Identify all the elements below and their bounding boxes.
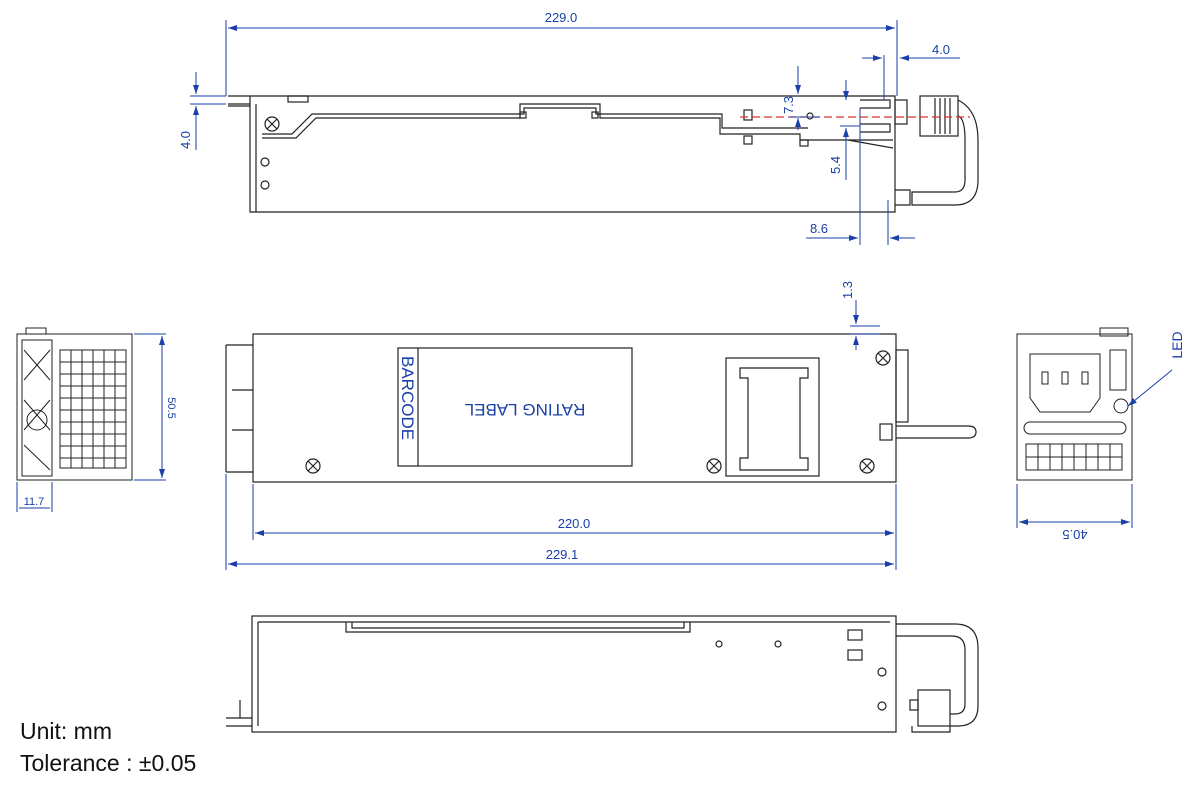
power-inlet-icon [1029, 353, 1101, 413]
front-view [225, 333, 977, 483]
dim-top-vertical-54: 5.4 [828, 156, 843, 174]
dim-top-overall-length: 229.0 [545, 10, 578, 25]
rating-label: RATING LABEL [465, 400, 586, 419]
top-view-dimensions [190, 20, 960, 245]
right-end-view [1016, 327, 1133, 481]
right-vent-grid [1025, 443, 1123, 471]
led-label: LED [1169, 331, 1185, 358]
dim-front-width-inner: 220.0 [558, 516, 591, 531]
barcode-label: BARCODE [398, 356, 417, 440]
left-vent-grid [59, 349, 127, 469]
left-end-dimensions [16, 333, 166, 512]
dim-top-handle-offset: 4.0 [932, 42, 950, 57]
left-end-view [16, 327, 133, 481]
tolerance-note: Tolerance : ±0.05 [20, 750, 197, 776]
right-end-dimensions [1016, 369, 1173, 528]
dim-right-width: 40.5 [1062, 527, 1087, 542]
unit-note: Unit: mm [20, 718, 112, 744]
dim-front-width-overall: 229.1 [546, 547, 579, 562]
front-screws [305, 350, 891, 474]
dim-top-horizontal-86: 8.6 [810, 221, 828, 236]
bottom-view [226, 615, 979, 733]
dim-top-height-left: 4.0 [178, 131, 193, 149]
top-view [228, 95, 979, 213]
dim-front-offset-13: 1.3 [840, 281, 855, 299]
front-view-dimensions [225, 300, 897, 570]
dim-left-width: 11.7 [24, 496, 45, 508]
dim-left-height: 50.5 [165, 397, 177, 418]
dim-top-vertical-73: 7.3 [781, 96, 796, 114]
led-indicator-icon [1113, 398, 1129, 414]
